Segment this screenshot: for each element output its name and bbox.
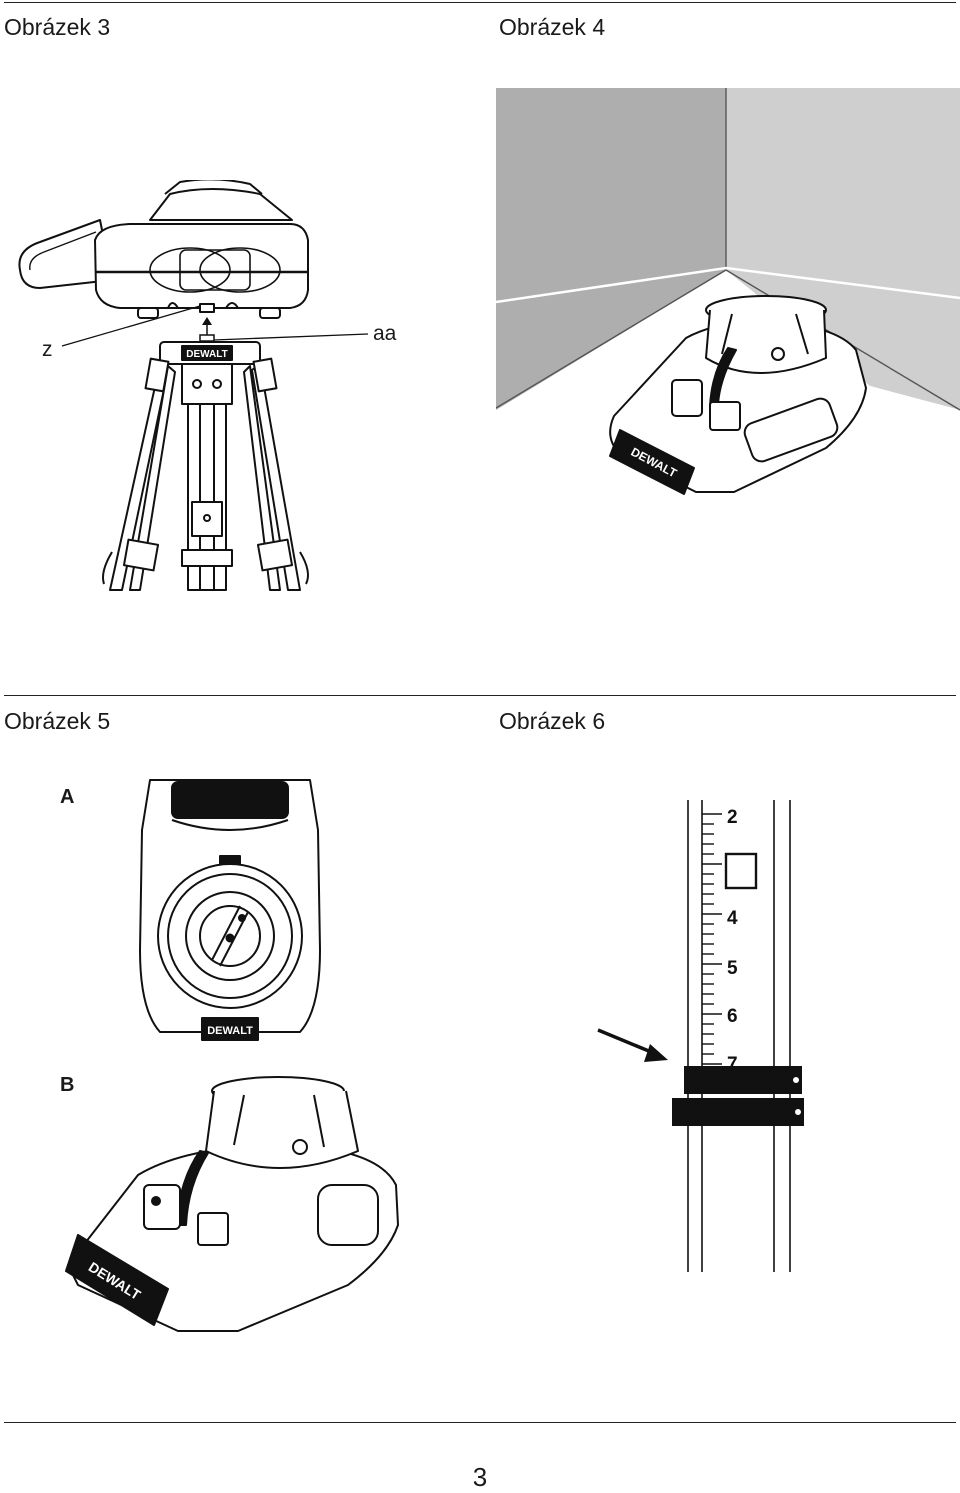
bottom-rule — [4, 1422, 956, 1423]
figure-6-rod-illustration: 2 4 5 6 7 — [597, 800, 804, 1272]
rod-number-2: 2 — [727, 807, 738, 828]
label-aa: aa — [373, 322, 397, 345]
top-view-brand-label: DEWALT — [207, 1025, 253, 1037]
rod-number-7: 7 — [727, 1054, 738, 1075]
rod-ticks — [702, 813, 722, 1065]
label-B: B — [60, 1074, 75, 1096]
middle-rule — [4, 695, 956, 696]
figure-3-tripod-illustration: DEWALT — [18, 180, 369, 591]
tripod-brand-label: DEWALT — [186, 349, 227, 360]
page-number: 3 — [472, 1462, 488, 1492]
figure-5-caption: Obrázek 5 — [4, 708, 111, 734]
rod-number-4: 4 — [727, 908, 738, 929]
figure-4-room-corner-illustration: DEWALT — [496, 88, 960, 495]
label-z: z — [42, 338, 53, 361]
figure-5b-angle-view-illustration: DEWALT — [65, 1076, 399, 1332]
figure-4-caption: Obrázek 4 — [499, 14, 606, 40]
figure-5a-top-view-illustration: DEWALT — [139, 779, 321, 1041]
rod-number-5: 5 — [727, 958, 738, 979]
figure-3-caption: Obrázek 3 — [4, 14, 111, 40]
label-A: A — [60, 786, 75, 808]
top-rule — [4, 2, 956, 3]
rod-number-6: 6 — [727, 1006, 738, 1027]
figure-6-caption: Obrázek 6 — [499, 708, 606, 734]
